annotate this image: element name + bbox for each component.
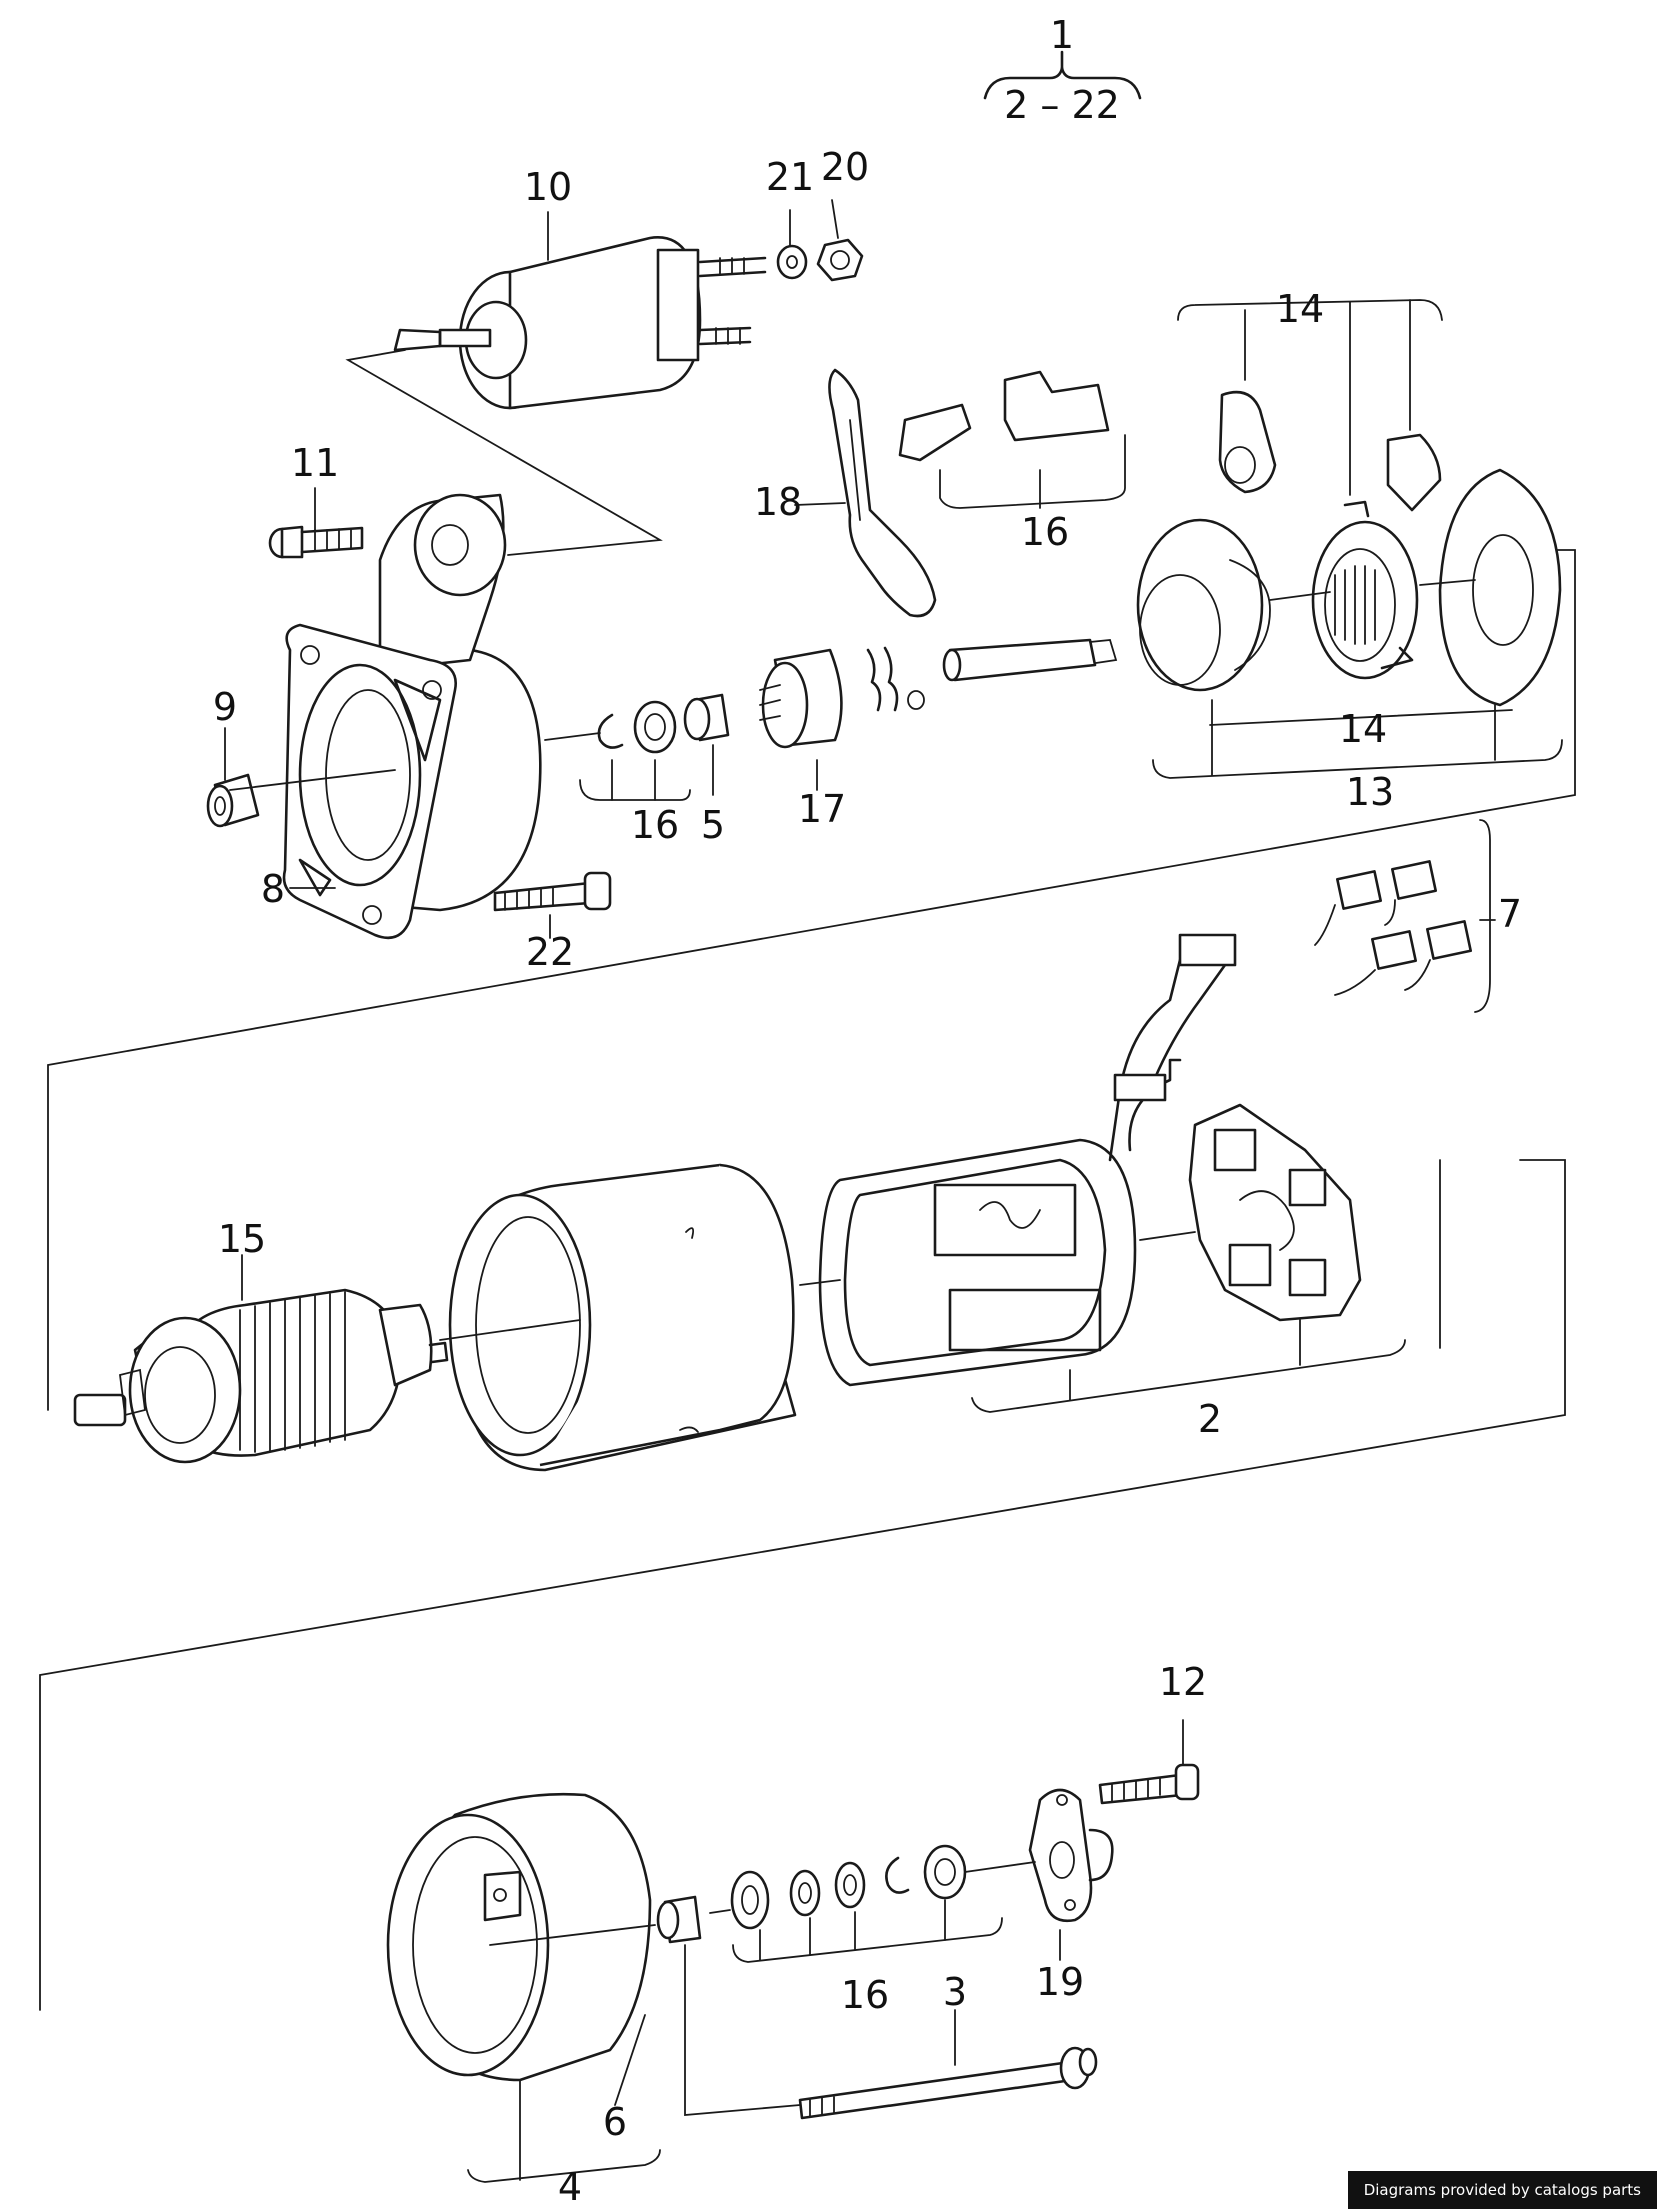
callout-16-ring: 16 bbox=[631, 803, 679, 847]
small-parts-14 bbox=[1218, 390, 1442, 512]
hold-clips-16 bbox=[898, 370, 1110, 462]
callout-7: 7 bbox=[1498, 892, 1522, 936]
callout-16-bottom: 16 bbox=[841, 1973, 889, 2017]
callout-14-top: 14 bbox=[1276, 287, 1324, 331]
cover-plate bbox=[1438, 468, 1562, 707]
callout-3: 3 bbox=[943, 1970, 967, 2014]
shim-washers-16 bbox=[730, 1844, 967, 1930]
callout-1: 1 bbox=[1050, 13, 1074, 57]
callout-18: 18 bbox=[754, 480, 802, 524]
field-housing bbox=[448, 1163, 797, 1472]
through-bolt-3 bbox=[798, 2046, 1098, 2120]
bushing-5 bbox=[683, 693, 730, 742]
callout-14-mid: 14 bbox=[1339, 707, 1387, 751]
callout-16-clip: 16 bbox=[1021, 510, 1069, 554]
solenoid-mount-lines bbox=[345, 349, 663, 556]
callout-6: 6 bbox=[603, 2100, 627, 2144]
drive-end-bracket bbox=[282, 493, 542, 940]
callout-13: 13 bbox=[1346, 770, 1394, 814]
callout-12: 12 bbox=[1159, 1660, 1207, 1704]
callout-11: 11 bbox=[291, 441, 339, 485]
callout-labels: 1 2 – 22 10 21 20 14 11 18 16 9 14 13 16… bbox=[213, 13, 1522, 2209]
pinion-drive bbox=[759, 646, 925, 749]
callout-19: 19 bbox=[1036, 1960, 1084, 2004]
bushing-6 bbox=[656, 1895, 702, 1944]
nut-20 bbox=[816, 238, 864, 282]
callout-4: 4 bbox=[558, 2165, 582, 2209]
snap-ring bbox=[597, 713, 624, 749]
callout-17: 17 bbox=[798, 787, 846, 831]
group-boundary-lines bbox=[39, 549, 1576, 2011]
gear-ring bbox=[1311, 500, 1419, 680]
screw-11 bbox=[268, 525, 364, 559]
diagram-credit-banner: Diagrams provided by catalogs parts bbox=[1347, 2171, 1657, 2209]
callout-9: 9 bbox=[213, 685, 237, 729]
callout-2: 2 bbox=[1198, 1397, 1222, 1441]
assembly-brace bbox=[983, 50, 1142, 100]
callout-5: 5 bbox=[701, 803, 725, 847]
brush-plate bbox=[1188, 1103, 1362, 1322]
callout-10: 10 bbox=[524, 165, 572, 209]
bushing-9 bbox=[206, 773, 260, 828]
screw-12 bbox=[1098, 1763, 1200, 1805]
callout-20: 20 bbox=[821, 145, 869, 189]
callout-15: 15 bbox=[218, 1217, 266, 1261]
brushes-7 bbox=[1314, 860, 1473, 996]
callout-21: 21 bbox=[766, 155, 814, 199]
screw-22 bbox=[493, 871, 612, 912]
washer-21 bbox=[776, 244, 808, 280]
armature-shaft bbox=[942, 638, 1118, 682]
callout-8: 8 bbox=[261, 867, 285, 911]
commutator-end-housing bbox=[386, 1792, 652, 2082]
field-coils bbox=[818, 933, 1237, 1387]
armature-15 bbox=[73, 1288, 449, 1464]
solenoid-switch bbox=[393, 236, 767, 410]
ring-16 bbox=[633, 700, 677, 754]
callout-1-range: 2 – 22 bbox=[1004, 83, 1120, 127]
fork-lever-18 bbox=[828, 368, 937, 618]
callout-22: 22 bbox=[526, 930, 574, 974]
end-cap-19 bbox=[1028, 1788, 1114, 1923]
intermediate-bearing bbox=[1136, 518, 1271, 692]
axis-lines bbox=[229, 579, 1476, 2116]
callout-leaders bbox=[224, 199, 1563, 2183]
